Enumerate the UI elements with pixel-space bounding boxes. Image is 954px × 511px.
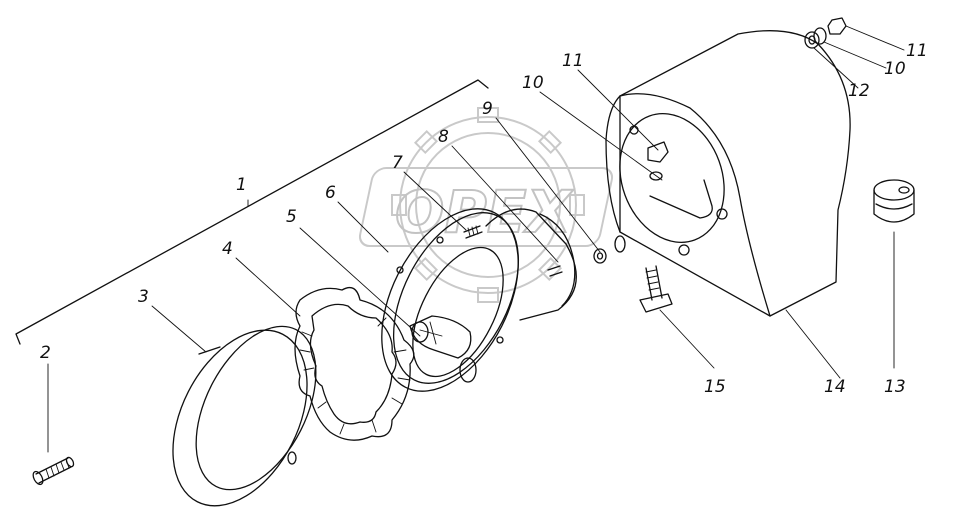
callout-13: 13 [884, 377, 906, 397]
watermark-gear-icon [391, 107, 585, 303]
part-screw [32, 456, 75, 486]
part-mounting-body [605, 30, 851, 317]
callout-7: 7 [392, 153, 403, 173]
callout-15: 15 [704, 377, 726, 397]
callout-1: 1 [236, 175, 247, 195]
part-reflector-housing [381, 208, 577, 392]
callout-8: 8 [438, 127, 449, 147]
watermark: OPEX [358, 107, 614, 303]
callout-14: 14 [824, 377, 846, 397]
callout-10a: 10 [522, 73, 544, 93]
part-bulb [409, 315, 472, 359]
callout-9: 9 [482, 99, 493, 119]
leader-lines [47, 25, 905, 453]
part-grommet [873, 179, 915, 223]
callouts: 1 2 3 4 5 6 7 8 9 10 11 10 11 12 13 14 1… [40, 41, 928, 397]
callout-6: 6 [325, 183, 336, 203]
part-lens-cap [172, 325, 317, 507]
callout-3: 3 [138, 287, 149, 307]
watermark-text: OPEX [395, 178, 574, 246]
part-gasket [294, 286, 415, 441]
callout-10b: 10 [884, 59, 906, 79]
assembly-bracket [15, 79, 489, 345]
part-washers-nut [804, 17, 847, 49]
callout-12: 12 [848, 81, 870, 101]
callout-5: 5 [286, 207, 297, 227]
callout-4: 4 [222, 239, 233, 259]
watermark-frame [358, 167, 614, 247]
callout-11b: 11 [906, 41, 928, 61]
part-bolt [639, 265, 673, 313]
callout-11a: 11 [562, 51, 584, 71]
part-contacts [463, 225, 626, 277]
callout-2: 2 [40, 343, 51, 363]
